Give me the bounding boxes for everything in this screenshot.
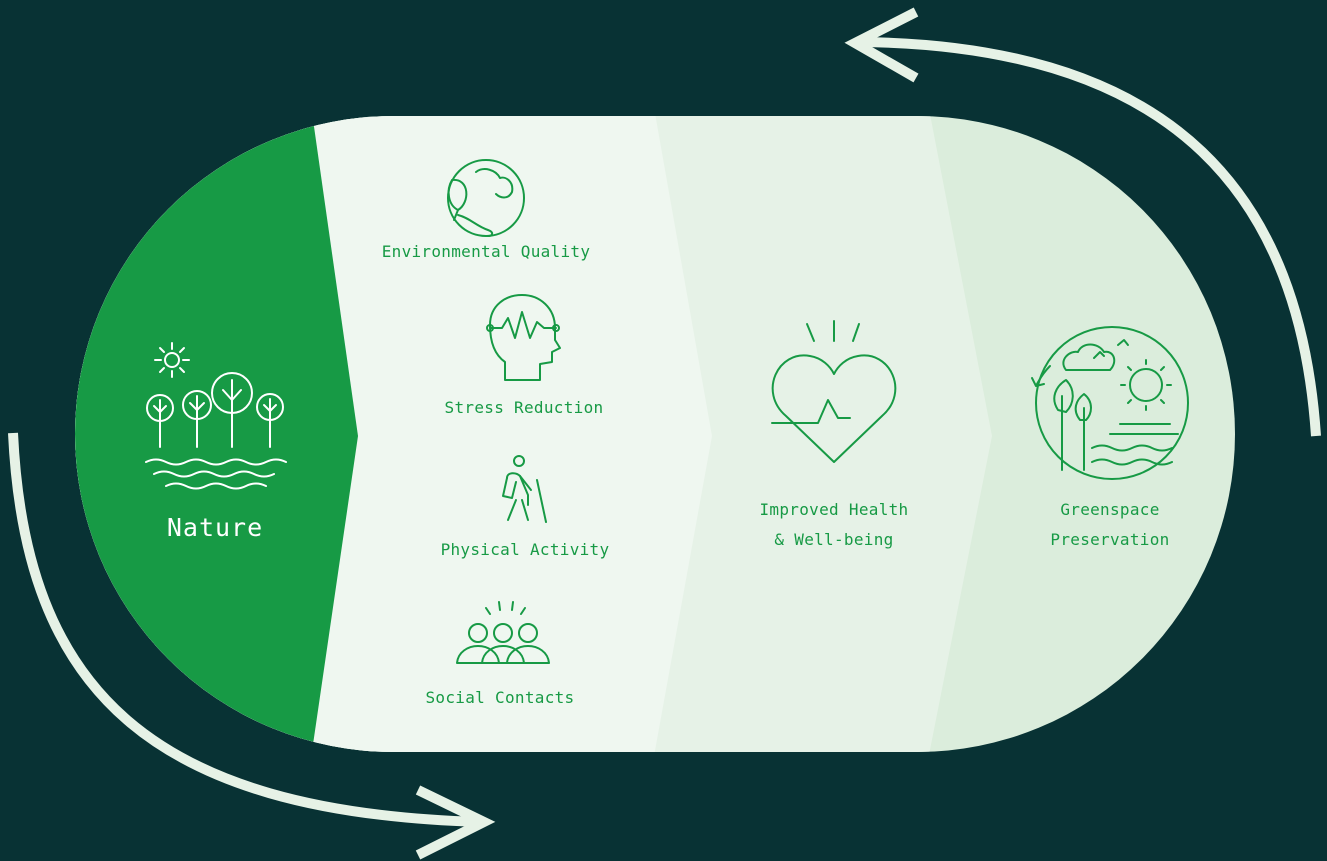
landscape-circle-icon [1031, 326, 1189, 480]
top-right-return-arrow-icon [844, 7, 1321, 437]
nature-panel [75, 116, 358, 752]
outcome-label-line2: & Well-being [774, 530, 894, 549]
outcome-label-line1: Improved Health [759, 500, 909, 519]
head-heartbeat-icon [486, 294, 561, 381]
pathway-label-stress-reduction: Stress Reduction [444, 398, 604, 417]
nature-trees-icon [145, 342, 287, 490]
pathway-label-social-contacts: Social Contacts [425, 688, 575, 707]
earth-leaf-icon [447, 159, 525, 237]
bottom-left-forward-arrow-icon [8, 432, 496, 860]
pathway-label-physical-activity: Physical Activity [440, 540, 610, 559]
pathway-label-environmental-quality: Environmental Quality [381, 242, 591, 261]
outcome-label: Improved Health & Well-being [724, 495, 944, 555]
result-label-line2: Preservation [1050, 530, 1170, 549]
hiker-icon [502, 455, 547, 523]
heart-pulse-icon [771, 320, 897, 463]
result-label: Greenspace Preservation [1010, 495, 1210, 555]
result-label-line1: Greenspace [1060, 500, 1160, 519]
nature-label: Nature [166, 513, 264, 542]
group-people-icon [456, 601, 550, 664]
